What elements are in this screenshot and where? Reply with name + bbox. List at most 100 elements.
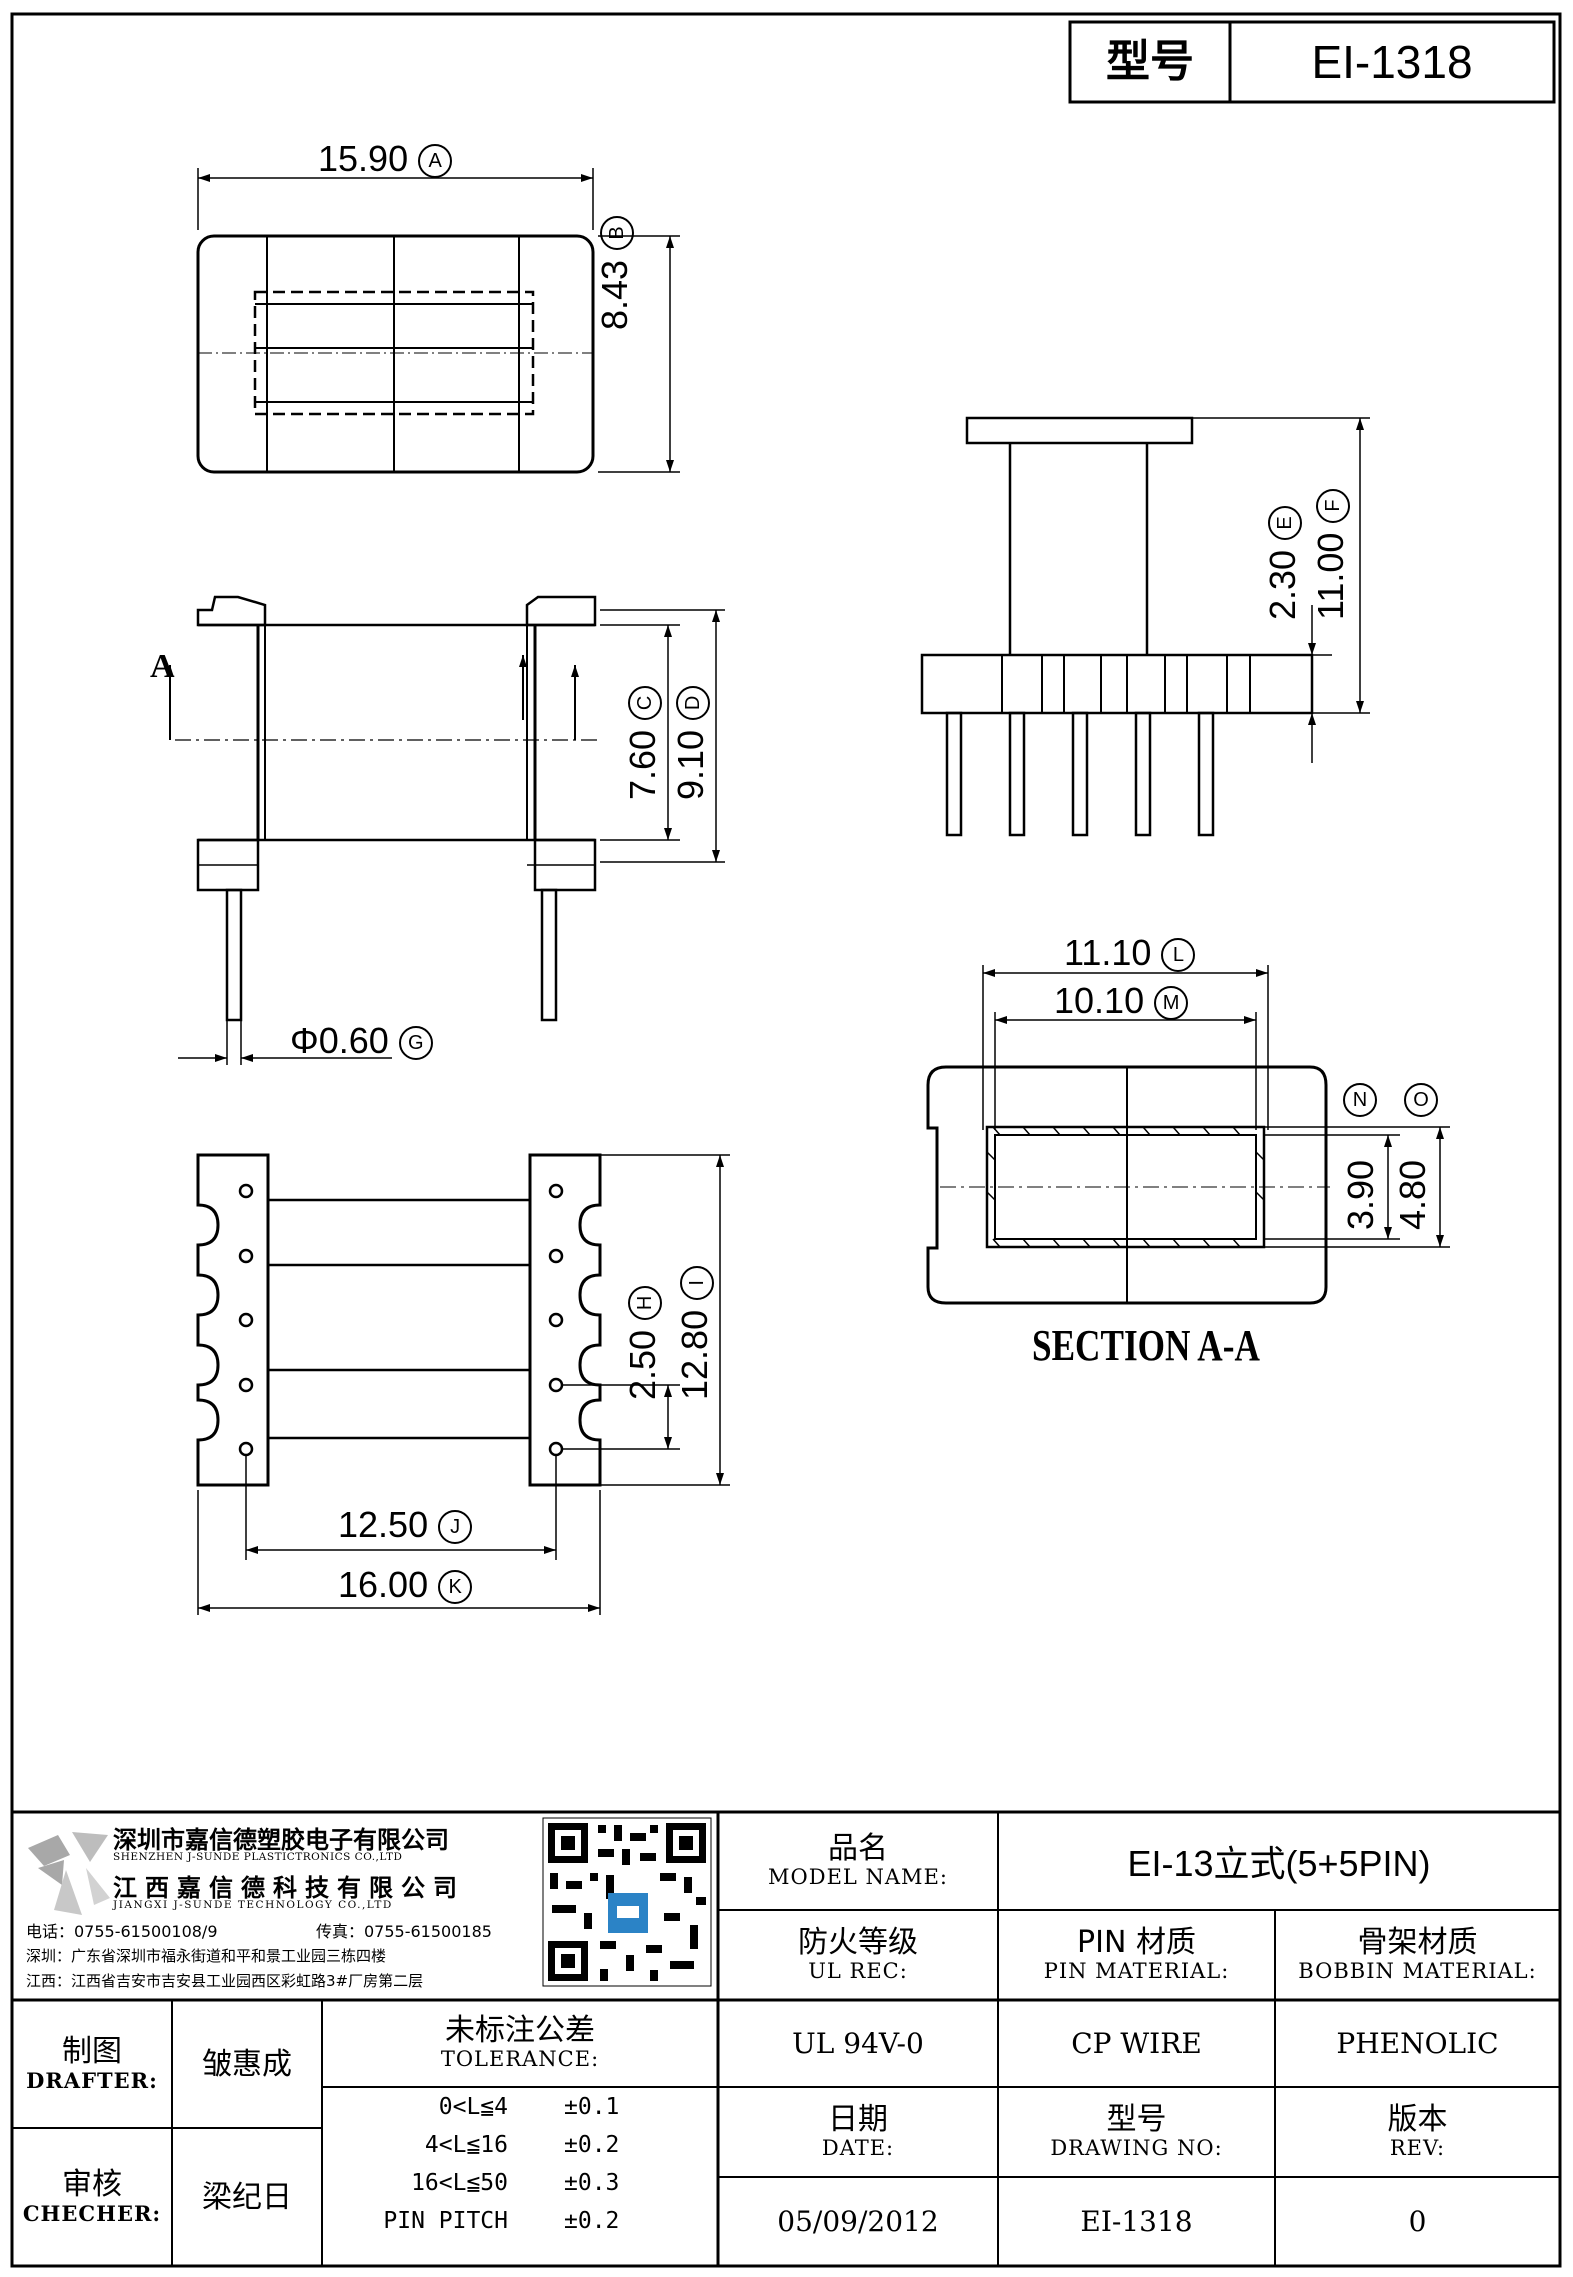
ul-label: 防火等级 UL REC: xyxy=(718,1910,998,2000)
drawing-no-label: 型号 DRAWING NO: xyxy=(998,2087,1275,2177)
dim-k-label: 16.00 K xyxy=(338,1564,473,1606)
title-block-grid xyxy=(12,20,1560,2266)
company-address-jx: 江西：江西省吉安市吉安县工业园西区彩虹路3#厂房第二层 xyxy=(26,1972,424,1990)
bobbin-material-value: PHENOLIC xyxy=(1275,2000,1560,2087)
tolerance-row: 4<L≦16 ±0.2 xyxy=(322,2132,718,2170)
company-name-sz-en: SHENZHEN J-SUNDE PLASTICTRONICS CO.,LTD xyxy=(113,1851,403,1863)
bobbin-material-label-en: BOBBIN MATERIAL: xyxy=(1298,1958,1537,1983)
tolerance-row: 0<L≦4 ±0.1 xyxy=(322,2094,718,2132)
tolerance-value: ±0.2 xyxy=(564,2132,620,2158)
drafter-label-cn: 制图 xyxy=(62,2033,122,2069)
dim-h-label: 2.50 H xyxy=(622,1285,664,1400)
company-fax: 传真：0755-61500185 xyxy=(316,1922,492,1941)
tolerance-value: ±0.1 xyxy=(564,2094,620,2120)
marker-b: B xyxy=(600,215,635,250)
dim-g-value: Φ0.60 xyxy=(290,1020,389,1061)
front-view xyxy=(920,416,1370,837)
bobbin-material-label: 骨架材质 BOBBIN MATERIAL: xyxy=(1275,1910,1560,2000)
checker-value-text: 梁纪日 xyxy=(202,2179,292,2215)
dim-d-value: 9.10 xyxy=(670,729,711,800)
dim-m-label: 10.10 M xyxy=(1054,980,1189,1022)
rev-label: 版本 REV: xyxy=(1275,2087,1560,2177)
tolerance-row: 16<L≦50 ±0.3 xyxy=(322,2170,718,2208)
dim-e-label: 2.30 E xyxy=(1262,505,1304,620)
dim-i-label: 12.80 I xyxy=(674,1265,716,1400)
side-view xyxy=(166,595,725,1065)
dim-g-label: Φ0.60 G xyxy=(290,1020,433,1062)
dim-b-value: 8.43 xyxy=(594,259,635,330)
ul-value-text: UL 94V-0 xyxy=(792,2027,924,2060)
header-model-label-text: 型号 xyxy=(1106,35,1194,87)
dim-c-label: 7.60 C xyxy=(622,685,664,800)
date-label-cn: 日期 xyxy=(828,2101,888,2137)
company-address-sz: 深圳：广东省深圳市福永街道和平和景工业园三栋四楼 xyxy=(26,1947,387,1965)
dim-l-label: 11.10 L xyxy=(1064,932,1196,974)
header-model-value: EI-1318 xyxy=(1230,22,1554,102)
dim-j-label: 12.50 J xyxy=(338,1504,473,1546)
dim-a-value: 15.90 xyxy=(318,138,409,179)
tolerance-value: ±0.3 xyxy=(564,2170,620,2196)
tolerance-value: ±0.2 xyxy=(564,2208,620,2234)
dim-c-value: 7.60 xyxy=(622,729,663,800)
bobbin-material-label-cn: 骨架材质 xyxy=(1357,1924,1478,1960)
pin-material-label-en: PIN MATERIAL: xyxy=(1043,1958,1230,1983)
header-model-value-text: EI-1318 xyxy=(1311,36,1473,88)
dim-k-value: 16.00 xyxy=(338,1564,429,1605)
dim-a-label: 15.90 A xyxy=(318,138,453,180)
marker-j: J xyxy=(438,1510,473,1545)
dim-n-value: 3.90 xyxy=(1340,1159,1381,1230)
rev-value: 0 xyxy=(1275,2177,1560,2266)
tolerance-table: 0<L≦4 ±0.1 4<L≦16 ±0.2 16<L≦50 ±0.3 PIN … xyxy=(322,2094,718,2262)
section-title: SECTION A-A xyxy=(1032,1321,1260,1370)
tolerance-label-cn: 未标注公差 xyxy=(445,2013,595,2049)
dim-f-value: 11.00 xyxy=(1310,532,1351,620)
dim-j-value: 12.50 xyxy=(338,1504,429,1545)
date-value-text: 05/09/2012 xyxy=(777,2205,939,2238)
company-logo xyxy=(28,1832,110,1915)
rev-label-cn: 版本 xyxy=(1387,2101,1448,2137)
marker-f: F xyxy=(1316,488,1351,523)
drawing-no-label-cn: 型号 xyxy=(1106,2101,1167,2137)
checker-label: 审核 CHECHER: xyxy=(12,2128,172,2266)
drafter-label-en: DRAFTER: xyxy=(26,2067,158,2093)
dim-d-label: 9.10 D xyxy=(670,685,712,800)
model-name-value-text: EI-13立式(5+5PIN) xyxy=(1127,1843,1431,1884)
model-name-label: 品名 MODEL NAME: xyxy=(718,1812,998,1910)
dim-i-value: 12.80 xyxy=(674,1309,715,1400)
date-label-en: DATE: xyxy=(821,2135,895,2160)
date-value: 05/09/2012 xyxy=(718,2177,998,2266)
model-name-value: EI-13立式(5+5PIN) xyxy=(998,1812,1560,1910)
sheet-border xyxy=(10,12,1562,2268)
dim-e-value: 2.30 xyxy=(1262,549,1303,620)
pin-material-label-cn: PIN 材质 xyxy=(1077,1924,1196,1960)
tolerance-range: 16<L≦50 xyxy=(411,2170,508,2196)
dim-o-value: 4.80 xyxy=(1392,1159,1433,1230)
pin-material-label: PIN 材质 PIN MATERIAL: xyxy=(998,1910,1275,2000)
ul-label-cn: 防火等级 xyxy=(798,1924,918,1960)
drafter-label: 制图 DRAFTER: xyxy=(12,2000,172,2128)
dim-b-label: 8.43 B xyxy=(594,215,636,330)
model-name-label-cn: 品名 xyxy=(828,1830,888,1866)
marker-c: C xyxy=(628,685,663,720)
tolerance-label: 未标注公差 TOLERANCE: xyxy=(322,2000,718,2087)
pin-material-value: CP WIRE xyxy=(998,2000,1275,2087)
checker-label-en: CHECHER: xyxy=(22,2200,162,2226)
bottom-view xyxy=(196,1153,730,1615)
tolerance-label-en: TOLERANCE: xyxy=(440,2047,600,2072)
tolerance-range: 4<L≦16 xyxy=(424,2132,508,2158)
pin-material-value-text: CP WIRE xyxy=(1071,2027,1202,2060)
marker-d: D xyxy=(676,685,711,720)
company-name-jx-en: JIANGXI J-SUNDE TECHNOLOGY CO.,LTD xyxy=(113,1899,393,1911)
checker-label-cn: 审核 xyxy=(62,2166,122,2202)
marker-g: G xyxy=(398,1026,433,1061)
marker-k: K xyxy=(438,1570,473,1605)
dim-h-value: 2.50 xyxy=(622,1329,663,1400)
date-label: 日期 DATE: xyxy=(718,2087,998,2177)
company-name-jx: 江西嘉信德科技有限公司 xyxy=(113,1874,465,1902)
dim-f-label: 11.00 F xyxy=(1310,488,1352,620)
marker-e: E xyxy=(1268,505,1303,540)
model-name-label-en: MODEL NAME: xyxy=(768,1864,948,1889)
section-arrow-label: A xyxy=(150,648,175,685)
